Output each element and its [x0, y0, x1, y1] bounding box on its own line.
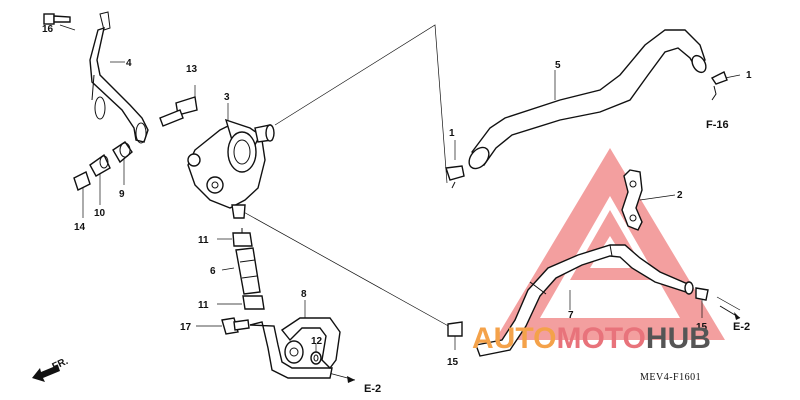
callout-12: 12 [311, 336, 323, 347]
bolt-13 [159, 96, 198, 127]
front-arrow-icon [32, 365, 60, 382]
pipe-8 [249, 317, 341, 379]
o-ring-12 [310, 351, 322, 365]
callout-9: 9 [119, 189, 125, 200]
callout-1-upper: 1 [746, 70, 752, 81]
washer-10 [89, 153, 111, 177]
callout-16: 16 [42, 24, 54, 35]
air-pump-3 [187, 118, 275, 219]
diagram-code: MEV4-F1601 [640, 372, 701, 383]
clip-11-upper [232, 228, 253, 247]
watermark-text: AUTOMOTOHUB [472, 322, 711, 355]
callout-11-upper: 11 [198, 235, 209, 246]
grommet-9 [112, 141, 133, 164]
bolt-17 [221, 317, 250, 335]
arrow-icon-e2-bottom [347, 376, 355, 383]
clip-1-upper [710, 71, 728, 101]
clip-15-left [447, 321, 463, 337]
callout-14: 14 [74, 222, 86, 233]
ref-label-f16: F-16 [706, 119, 729, 131]
callout-11-lower: 11 [198, 300, 209, 311]
callout-5: 5 [555, 60, 561, 71]
arrow-icon-e2-right [719, 305, 741, 320]
clamp-2 [621, 169, 643, 231]
ref-label-e2-right: E-2 [733, 321, 750, 333]
callout-15-right: 15 [696, 322, 708, 333]
nut-14 [73, 171, 91, 191]
callout-7: 7 [568, 310, 574, 321]
bracket-4 [89, 11, 149, 144]
callout-10: 10 [94, 208, 106, 219]
tube-6 [235, 247, 261, 295]
callout-13: 13 [186, 64, 198, 75]
callout-15-left: 15 [447, 357, 459, 368]
callout-4: 4 [126, 58, 132, 69]
bolt-16 [43, 13, 71, 25]
callout-3: 3 [224, 92, 230, 103]
ref-label-e2-bottom: E-2 [364, 383, 381, 395]
clip-15-right [695, 287, 709, 301]
front-label: FR. [51, 356, 70, 373]
callout-8: 8 [301, 289, 307, 300]
callout-6: 6 [210, 266, 216, 277]
clip-1-lower [445, 165, 465, 189]
hose-7 [475, 244, 694, 357]
hose-5 [468, 29, 707, 170]
callout-2: 2 [677, 190, 683, 201]
callout-17: 17 [180, 322, 192, 333]
callout-1-lower: 1 [449, 128, 455, 139]
clip-11-lower [242, 295, 265, 310]
